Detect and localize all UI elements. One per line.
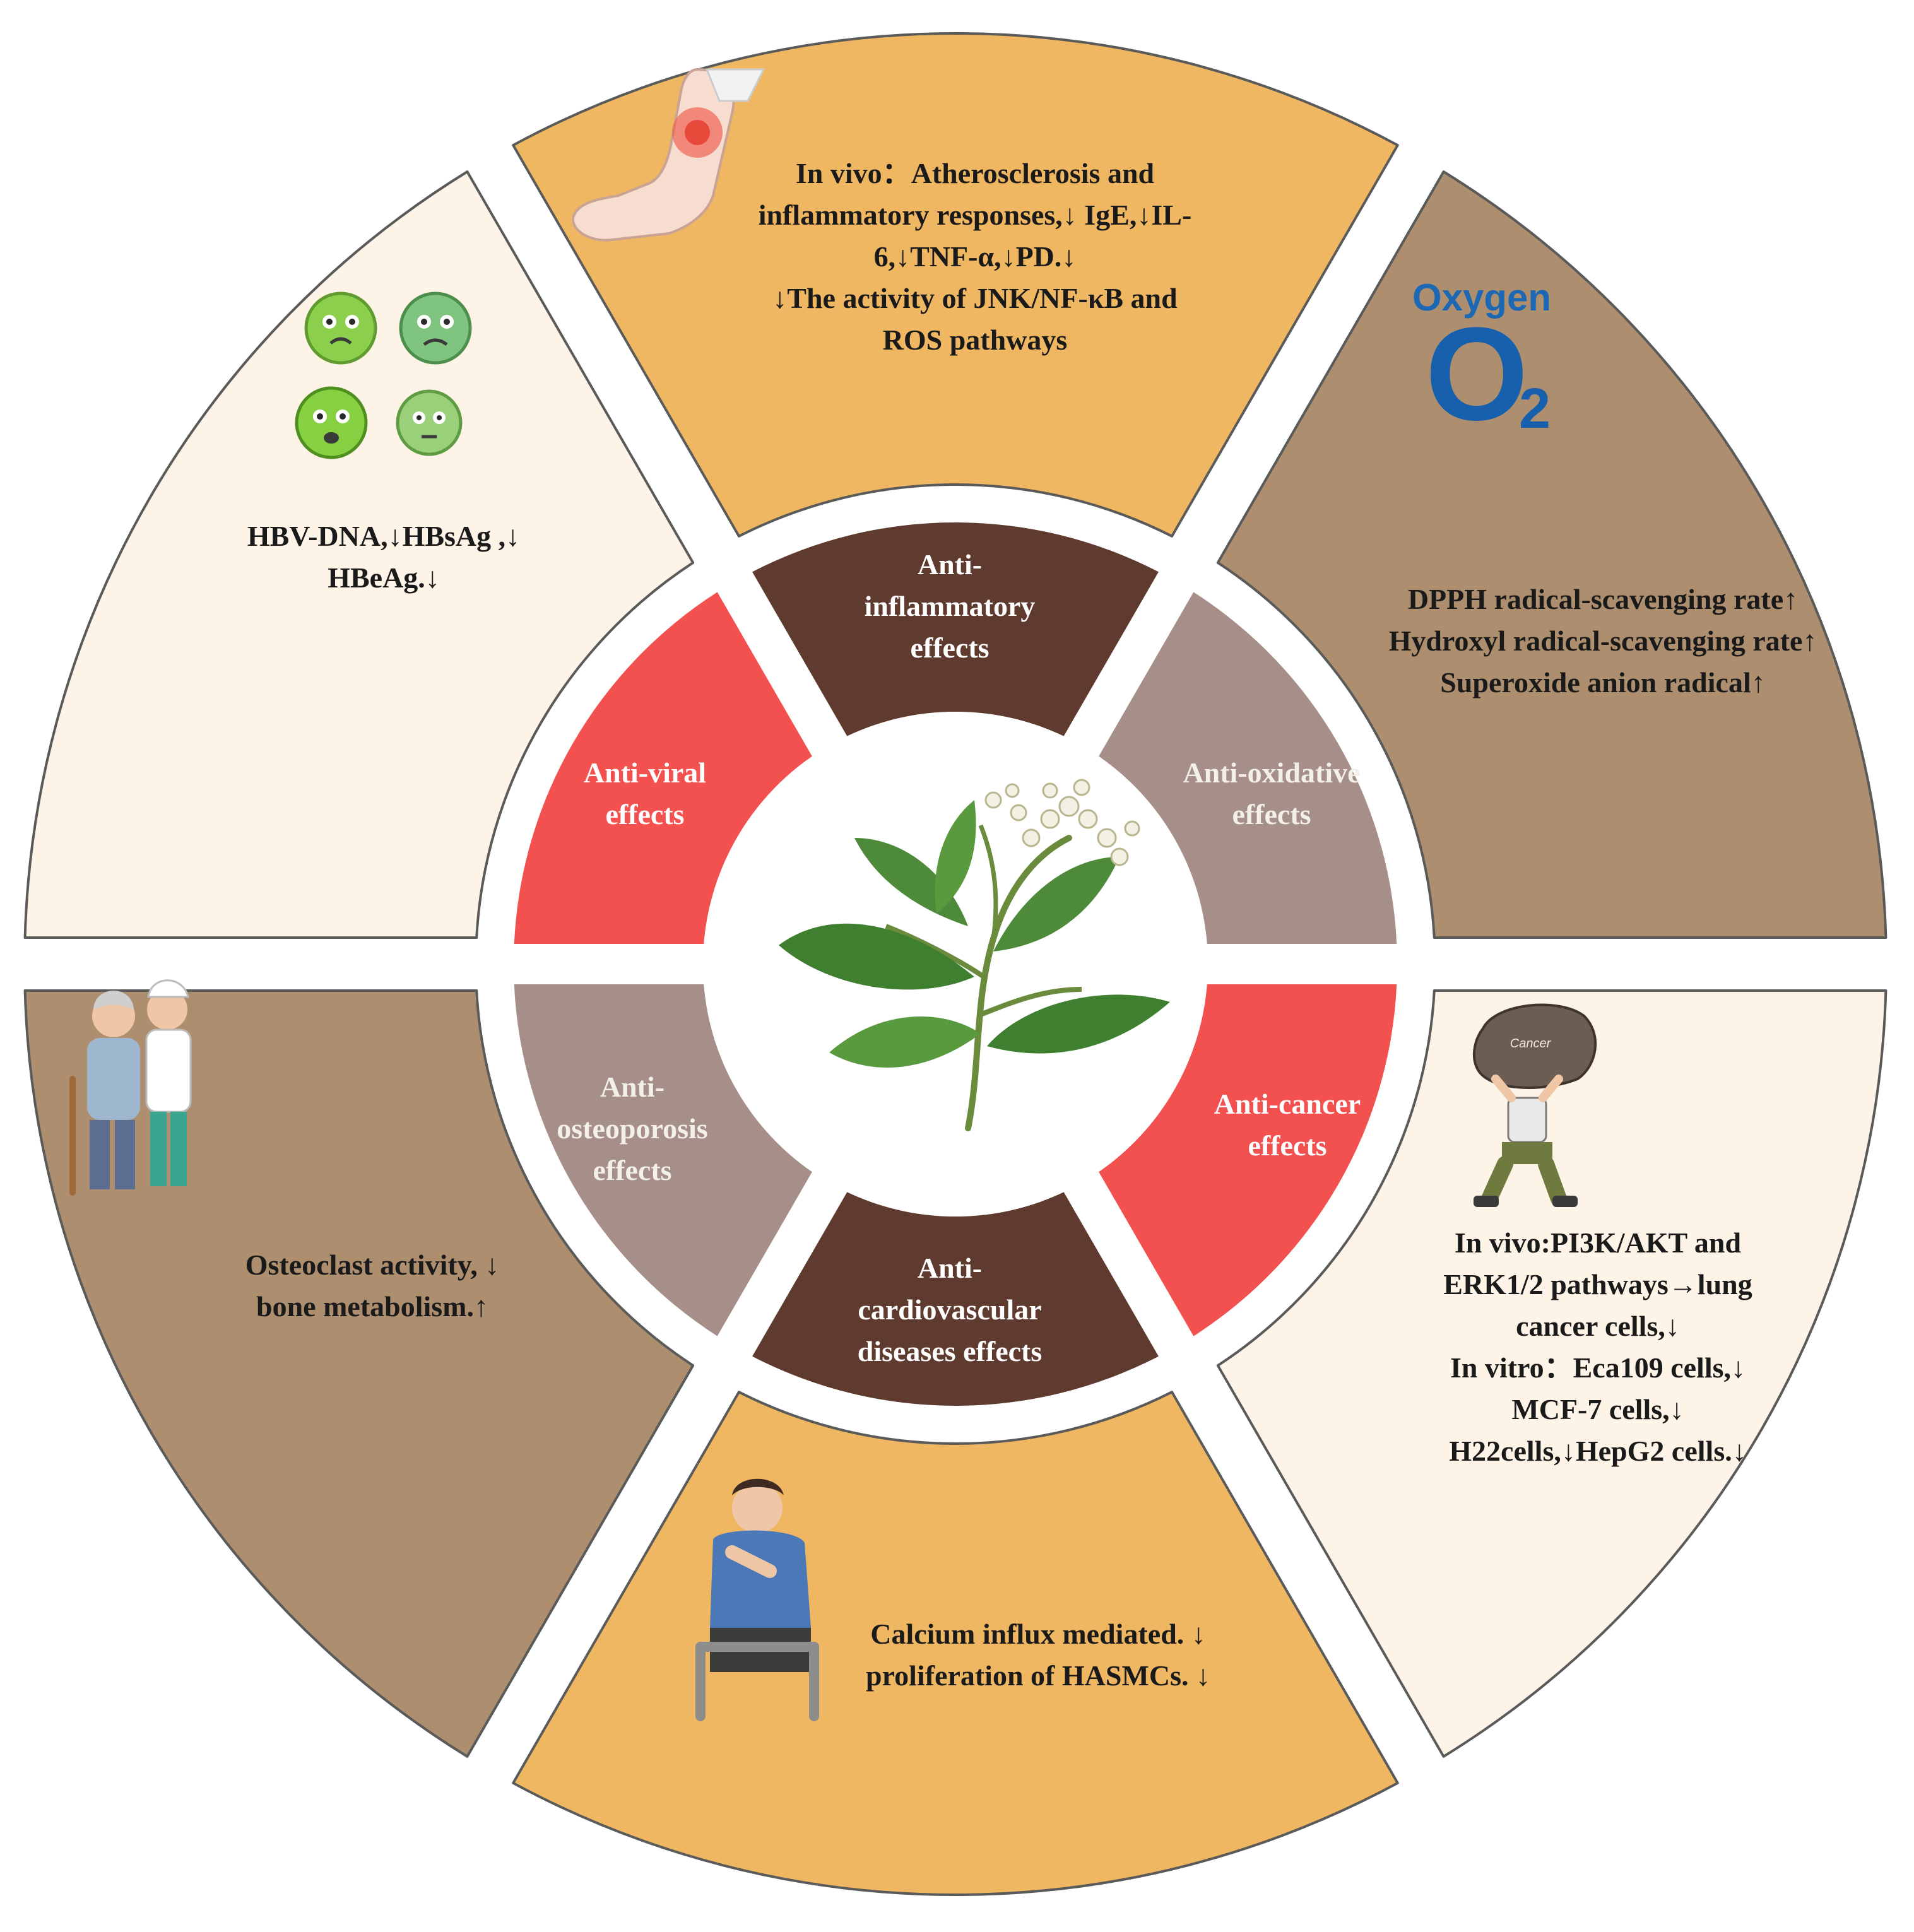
inner-label-anti-cardiovascular: cardiovascular: [858, 1293, 1041, 1326]
inner-label-anti-viral: Anti-viral: [584, 757, 706, 789]
inner-label-anti-cancer: effects: [1248, 1129, 1326, 1162]
inner-segment-anti-cancer: [1099, 984, 1397, 1336]
inner-segment-anti-inflammatory: [752, 522, 1159, 736]
outer-text-oxidative: Hydroxyl radical-scavenging rate↑: [1389, 625, 1817, 657]
inner-segment-anti-cardiovascular: [752, 1192, 1159, 1406]
outer-text-inflammatory: 6,↓TNF-α,↓PD.↓: [874, 240, 1077, 273]
man-lifting-cancer-rock-icon: Cancer: [1472, 1003, 1597, 1207]
inner-label-anti-cancer: Anti-cancer: [1214, 1088, 1361, 1120]
inner-label-anti-cardiovascular: diseases effects: [858, 1335, 1043, 1367]
svg-text:2: 2: [1519, 377, 1551, 440]
inner-label-anti-osteoporosis: Anti-: [600, 1071, 665, 1103]
svg-text:Oxygen: Oxygen: [1412, 276, 1551, 319]
inner-label-anti-osteoporosis: effects: [593, 1154, 671, 1186]
outer-text-cancer: MCF-7 cells,↓: [1511, 1393, 1684, 1425]
outer-panel-osteoporosis: [23, 989, 695, 1758]
cartoon-viruses-icon: [295, 292, 472, 459]
inner-segment-anti-oxidative: [1099, 592, 1397, 944]
outer-text-cardiovascular: Calcium influx mediated. ↓: [870, 1618, 1206, 1650]
outer-panel-inflammatory: [512, 32, 1399, 538]
outer-text-cancer: In vivo:PI3K/AKT and: [1455, 1227, 1742, 1259]
outer-panel-viral: [23, 170, 695, 939]
outer-text-cancer: ERK1/2 pathways→lung: [1443, 1268, 1752, 1300]
outer-text-inflammatory: inflammatory responses,↓ IgE,↓IL-: [759, 199, 1192, 231]
inner-ring: [514, 522, 1397, 1406]
inner-label-anti-cardiovascular: Anti-: [918, 1252, 982, 1284]
svg-text:O: O: [1425, 300, 1528, 448]
outer-text-inflammatory: ROS pathways: [883, 324, 1068, 356]
inner-segment-anti-viral: [514, 592, 812, 944]
outer-ring: [23, 32, 1887, 1897]
plant-with-flowers-icon: [779, 779, 1170, 1131]
inner-label-anti-viral: effects: [605, 798, 684, 830]
inner-label-anti-inflammatory: Anti-: [918, 548, 982, 580]
outer-text-cancer: H22cells,↓HepG2 cells.↓: [1449, 1435, 1746, 1467]
inner-label-anti-oxidative: Anti-oxidative: [1183, 757, 1360, 789]
outer-text-osteoporosis: bone metabolism.↑: [256, 1290, 488, 1322]
outer-text-viral: HBV-DNA,↓HBsAg ,↓: [247, 520, 520, 552]
outer-panel-texts: In vivo：Atherosclerosis and inflammatory …: [245, 157, 1817, 1692]
oxygen-o2-icon: Oxygen O 2: [1412, 276, 1551, 448]
man-with-chest-pain-icon: [695, 1478, 819, 1721]
inner-label-anti-inflammatory: effects: [910, 632, 989, 664]
inner-label-anti-osteoporosis: osteoporosis: [557, 1112, 707, 1145]
inflamed-knee-leg-icon: [572, 68, 765, 242]
outer-text-oxidative: Superoxide anion radical↑: [1440, 666, 1765, 698]
outer-text-cardiovascular: proliferation of HASMCs. ↓: [866, 1659, 1210, 1692]
inner-segment-labels: Anti-inflammatoryeffectsAnti-oxidativeef…: [557, 548, 1361, 1367]
inner-label-anti-oxidative: effects: [1232, 798, 1311, 830]
outer-panel-cancer: [1216, 989, 1887, 1758]
outer-text-inflammatory: ↓The activity of JNK/NF-κB and: [772, 282, 1178, 314]
elderly-patient-with-nurse-icon: [69, 979, 192, 1196]
inner-segment-anti-osteoporosis: [514, 984, 812, 1336]
outer-text-inflammatory: In vivo：Atherosclerosis and: [796, 157, 1155, 189]
outer-text-osteoporosis: Osteoclast activity, ↓: [245, 1249, 499, 1281]
outer-text-viral: HBeAg.↓: [328, 562, 440, 594]
outer-text-oxidative: DPPH radical-scavenging rate↑: [1408, 583, 1798, 615]
outer-text-cancer: cancer cells,↓: [1516, 1310, 1680, 1342]
inner-label-anti-inflammatory: inflammatory: [865, 590, 1036, 622]
svg-text:Cancer: Cancer: [1510, 1037, 1552, 1051]
outer-panel-oxidative: [1216, 170, 1887, 939]
outer-text-cancer: In vitro：Eca109 cells,↓: [1450, 1352, 1746, 1384]
